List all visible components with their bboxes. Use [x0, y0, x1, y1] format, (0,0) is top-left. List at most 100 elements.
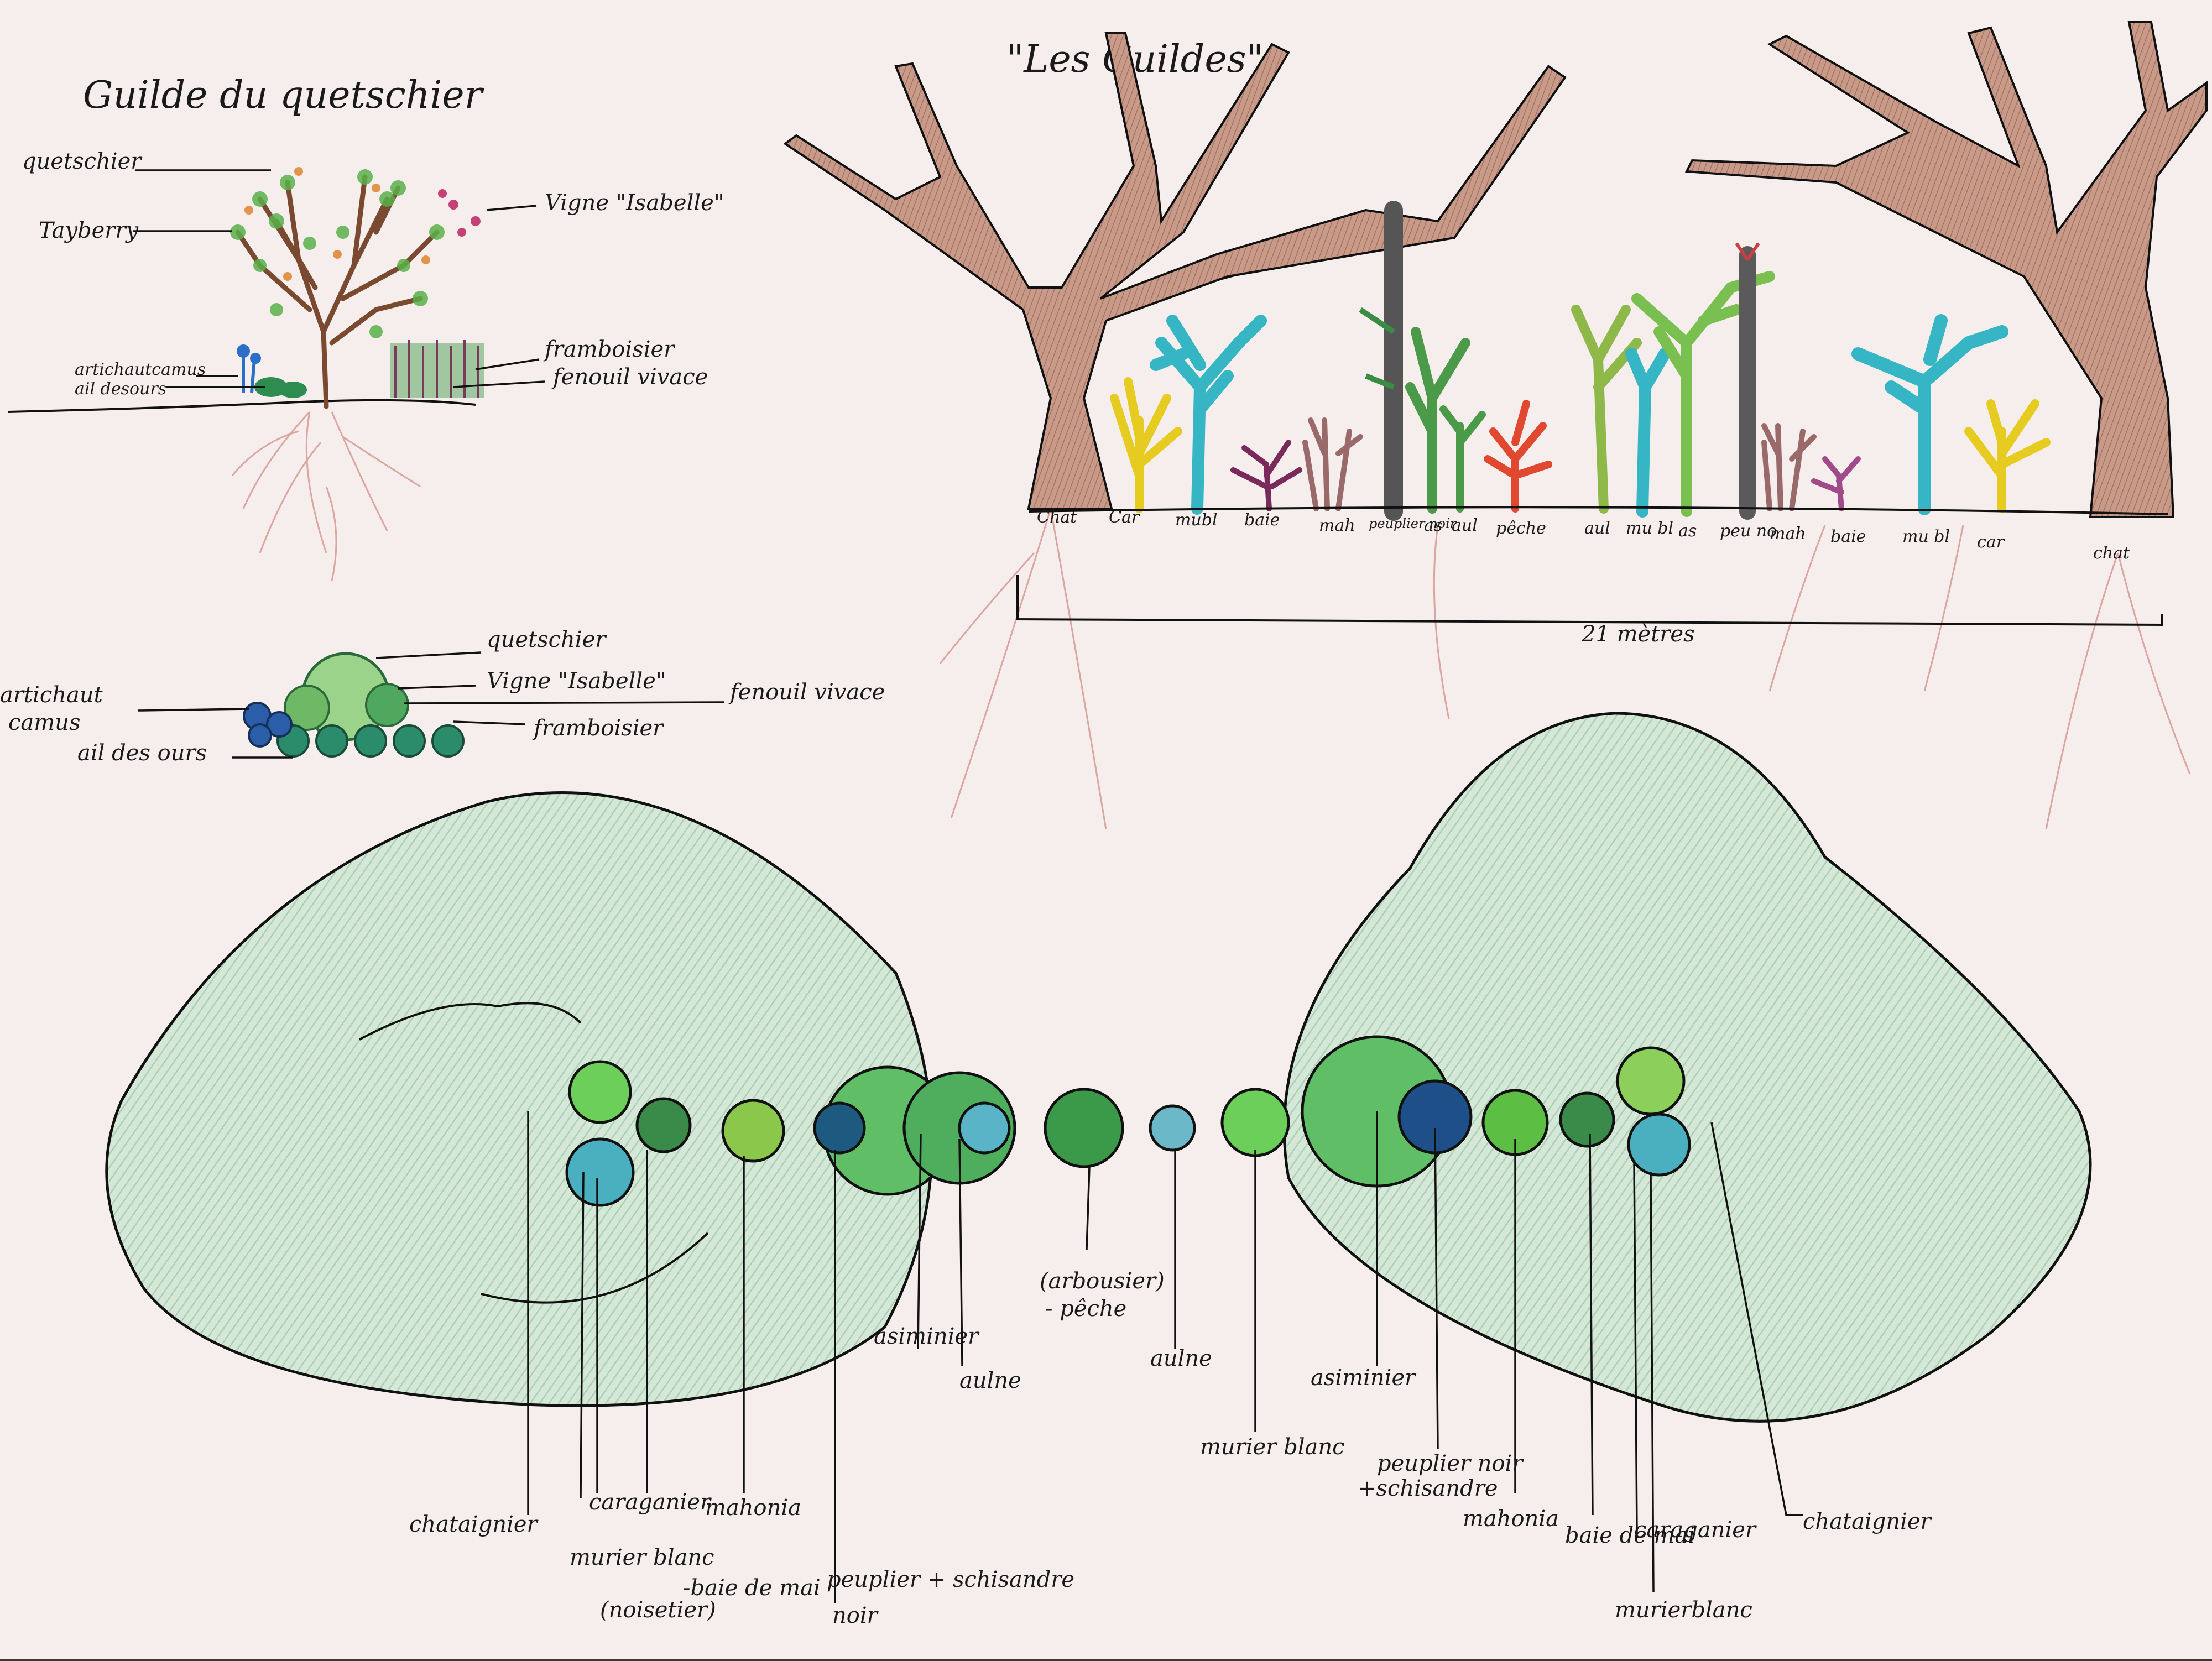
- label-chataignier-right: chataignier: [1803, 1509, 1933, 1534]
- arbousier-crown-icon: [1044, 1088, 1124, 1168]
- poplar-crown-left-icon: [813, 1101, 866, 1155]
- label-mahonia-right: mahonia: [1463, 1506, 1559, 1532]
- scale-label: 21 mètres: [1581, 621, 1695, 647]
- mahonia-crown-left-icon: [721, 1099, 785, 1163]
- species-label-car-left: Car: [1109, 508, 1140, 527]
- label-caraganier-left: caraganier: [589, 1490, 712, 1515]
- yellow-shrub-left-icon: [1110, 377, 1182, 513]
- label-chataignier-left: chataignier: [409, 1512, 539, 1537]
- poplar-right-icon: [1735, 242, 1760, 520]
- violet-shrub-left-icon: [1230, 440, 1302, 511]
- label-vigne-isabelle: Vigne "Isabelle": [545, 190, 724, 216]
- label-murier-blanc-left: murier blanc: [570, 1545, 714, 1570]
- murier-blanc-crown-mid-icon: [1220, 1088, 1290, 1157]
- species-label-mah-right: mah: [1770, 524, 1806, 544]
- species-label-as-left: as: [1424, 516, 1442, 535]
- quetschier-guild-plan: quetschier Vigne "Isabelle" artichaut ca…: [0, 627, 885, 766]
- murier-crown-mid-icon: [958, 1101, 1011, 1155]
- label-asiminier-right: asiminier: [1311, 1365, 1417, 1391]
- label-murier-blanc-right: murierblanc: [1615, 1597, 1752, 1623]
- label-mahonia-left: mahonia: [705, 1495, 801, 1521]
- species-label-peuplier-noir: peuplier noir: [1369, 516, 1457, 531]
- species-labels: Chat Car mubl baie mah peuplier noir as …: [1037, 508, 2130, 563]
- plan-label-vigne: Vigne "Isabelle": [487, 668, 666, 694]
- caraganier-crown-left-icon: [635, 1097, 692, 1153]
- caraganier-crown-right-icon: [1616, 1046, 1686, 1116]
- label-framboisier: framboisier: [543, 337, 676, 362]
- raspberry-clumps-icon: [276, 724, 465, 758]
- plan-label-artichaut: artichaut: [0, 682, 103, 708]
- alder-left-icon: [1439, 405, 1486, 513]
- guilds-elevation-section: "Les Guildes": [783, 21, 2208, 830]
- quetschier-tree-icon: [230, 167, 481, 409]
- label-noir-left: noir: [832, 1603, 879, 1628]
- species-label-car-right: car: [1977, 532, 2005, 552]
- label-fenouil-vivace: fenouil vivace: [551, 364, 708, 390]
- species-label-mah-left: mah: [1319, 516, 1355, 535]
- plan-row: [565, 1035, 1691, 1207]
- label-baie-de-mai-left: -baie de mai: [683, 1575, 821, 1601]
- guilds-plan-section: chataignier murier blanc (noisetier) -ba…: [105, 712, 2092, 1628]
- mahonia-shrub-right-icon: [1761, 423, 1817, 511]
- crown-shading-stroke-2: [481, 1232, 709, 1304]
- peach-tree-icon: [1484, 400, 1552, 513]
- species-label-mubl-right: mu bl: [1902, 527, 1950, 546]
- label-murier-blanc-mid: murier blanc: [1200, 1434, 1345, 1460]
- species-label-mubl-left: mubl: [1175, 510, 1218, 530]
- species-label-aul-mid: aul: [1584, 519, 1610, 538]
- murier-blanc-crown-right-icon: [1627, 1112, 1691, 1177]
- vine-crown-icon: [284, 685, 330, 731]
- green-tree-right-icon: [1631, 271, 1775, 517]
- alder-mid-icon: [1571, 305, 1642, 514]
- cyan-tree-left-icon: [1150, 315, 1267, 515]
- raspberry-plant-icon: [390, 340, 484, 398]
- green-tree-left-icon: [1405, 327, 1470, 514]
- label-artichaut-camus: artichautcamus: [75, 360, 206, 379]
- species-label-as-right: as: [1678, 521, 1697, 541]
- baie-de-mai-crown-icon: [1559, 1091, 1615, 1148]
- artichoke-clumps-icon: [243, 702, 293, 748]
- murier-blanc-crown-left-icon: [568, 1060, 632, 1124]
- label-aulne-left: aulne: [959, 1368, 1021, 1393]
- wild-garlic-plant-icon: [254, 377, 307, 398]
- poplar-left-icon: [1359, 201, 1403, 521]
- label-schisandre-right: +schisandre: [1358, 1476, 1498, 1501]
- elevation-roots: [939, 508, 2191, 830]
- label-arbousier: (arbousier): [1040, 1268, 1165, 1294]
- ground-line: [8, 399, 476, 413]
- quetschier-roots: [231, 411, 421, 581]
- scale-bar: [1016, 575, 2163, 626]
- violet-shrub-right-icon: [1811, 456, 1861, 511]
- species-label-mubl-mid: mu bl: [1626, 519, 1673, 538]
- species-label-chat-left: Chat: [1037, 508, 1077, 527]
- species-label-peu-no: peu no: [1720, 521, 1777, 541]
- chestnut-crown-left-icon: [105, 791, 933, 1407]
- plan-label-framboisier: framboisier: [532, 715, 665, 741]
- quetschier-guild-section: Guilde du quetschier: [8, 74, 724, 581]
- cyan-tree-mid-icon: [1625, 348, 1671, 518]
- yellow-shrub-right-icon: [1964, 399, 2051, 513]
- label-peche-plan: - pêche: [1045, 1296, 1126, 1322]
- label-noisetier: (noisetier): [600, 1597, 716, 1623]
- label-aulne-mid: aulne: [1150, 1346, 1212, 1371]
- plan-label-ail: ail des ours: [77, 740, 207, 766]
- label-ail-des-ours: ail desours: [75, 379, 166, 399]
- elevation-ground-line: [1028, 506, 2168, 515]
- mahonia-shrub-left-icon: [1302, 417, 1363, 511]
- label-peuplier-right: peuplier noir: [1377, 1451, 1524, 1476]
- species-label-chat-right: chat: [2093, 544, 2130, 563]
- species-label-baie-left: baie: [1244, 510, 1280, 530]
- plan-label-quetschier: quetschier: [487, 627, 607, 652]
- crown-shading-stroke: [359, 1002, 582, 1041]
- label-baie-de-mai-right: baie de mai: [1565, 1523, 1695, 1548]
- noisetier-crown-icon: [565, 1137, 635, 1207]
- label-tayberry: Tayberry: [39, 218, 139, 243]
- chestnut-crown-right-icon: [1282, 712, 2092, 1423]
- label-peuplier-left: peuplier + schisandre: [827, 1567, 1074, 1592]
- guild-section-title: Guilde du quetschier: [83, 74, 484, 117]
- chestnut-tree-right-icon: [1684, 21, 2208, 518]
- chestnut-tree-left-icon: [783, 32, 1567, 510]
- fennel-crown-icon: [365, 683, 409, 727]
